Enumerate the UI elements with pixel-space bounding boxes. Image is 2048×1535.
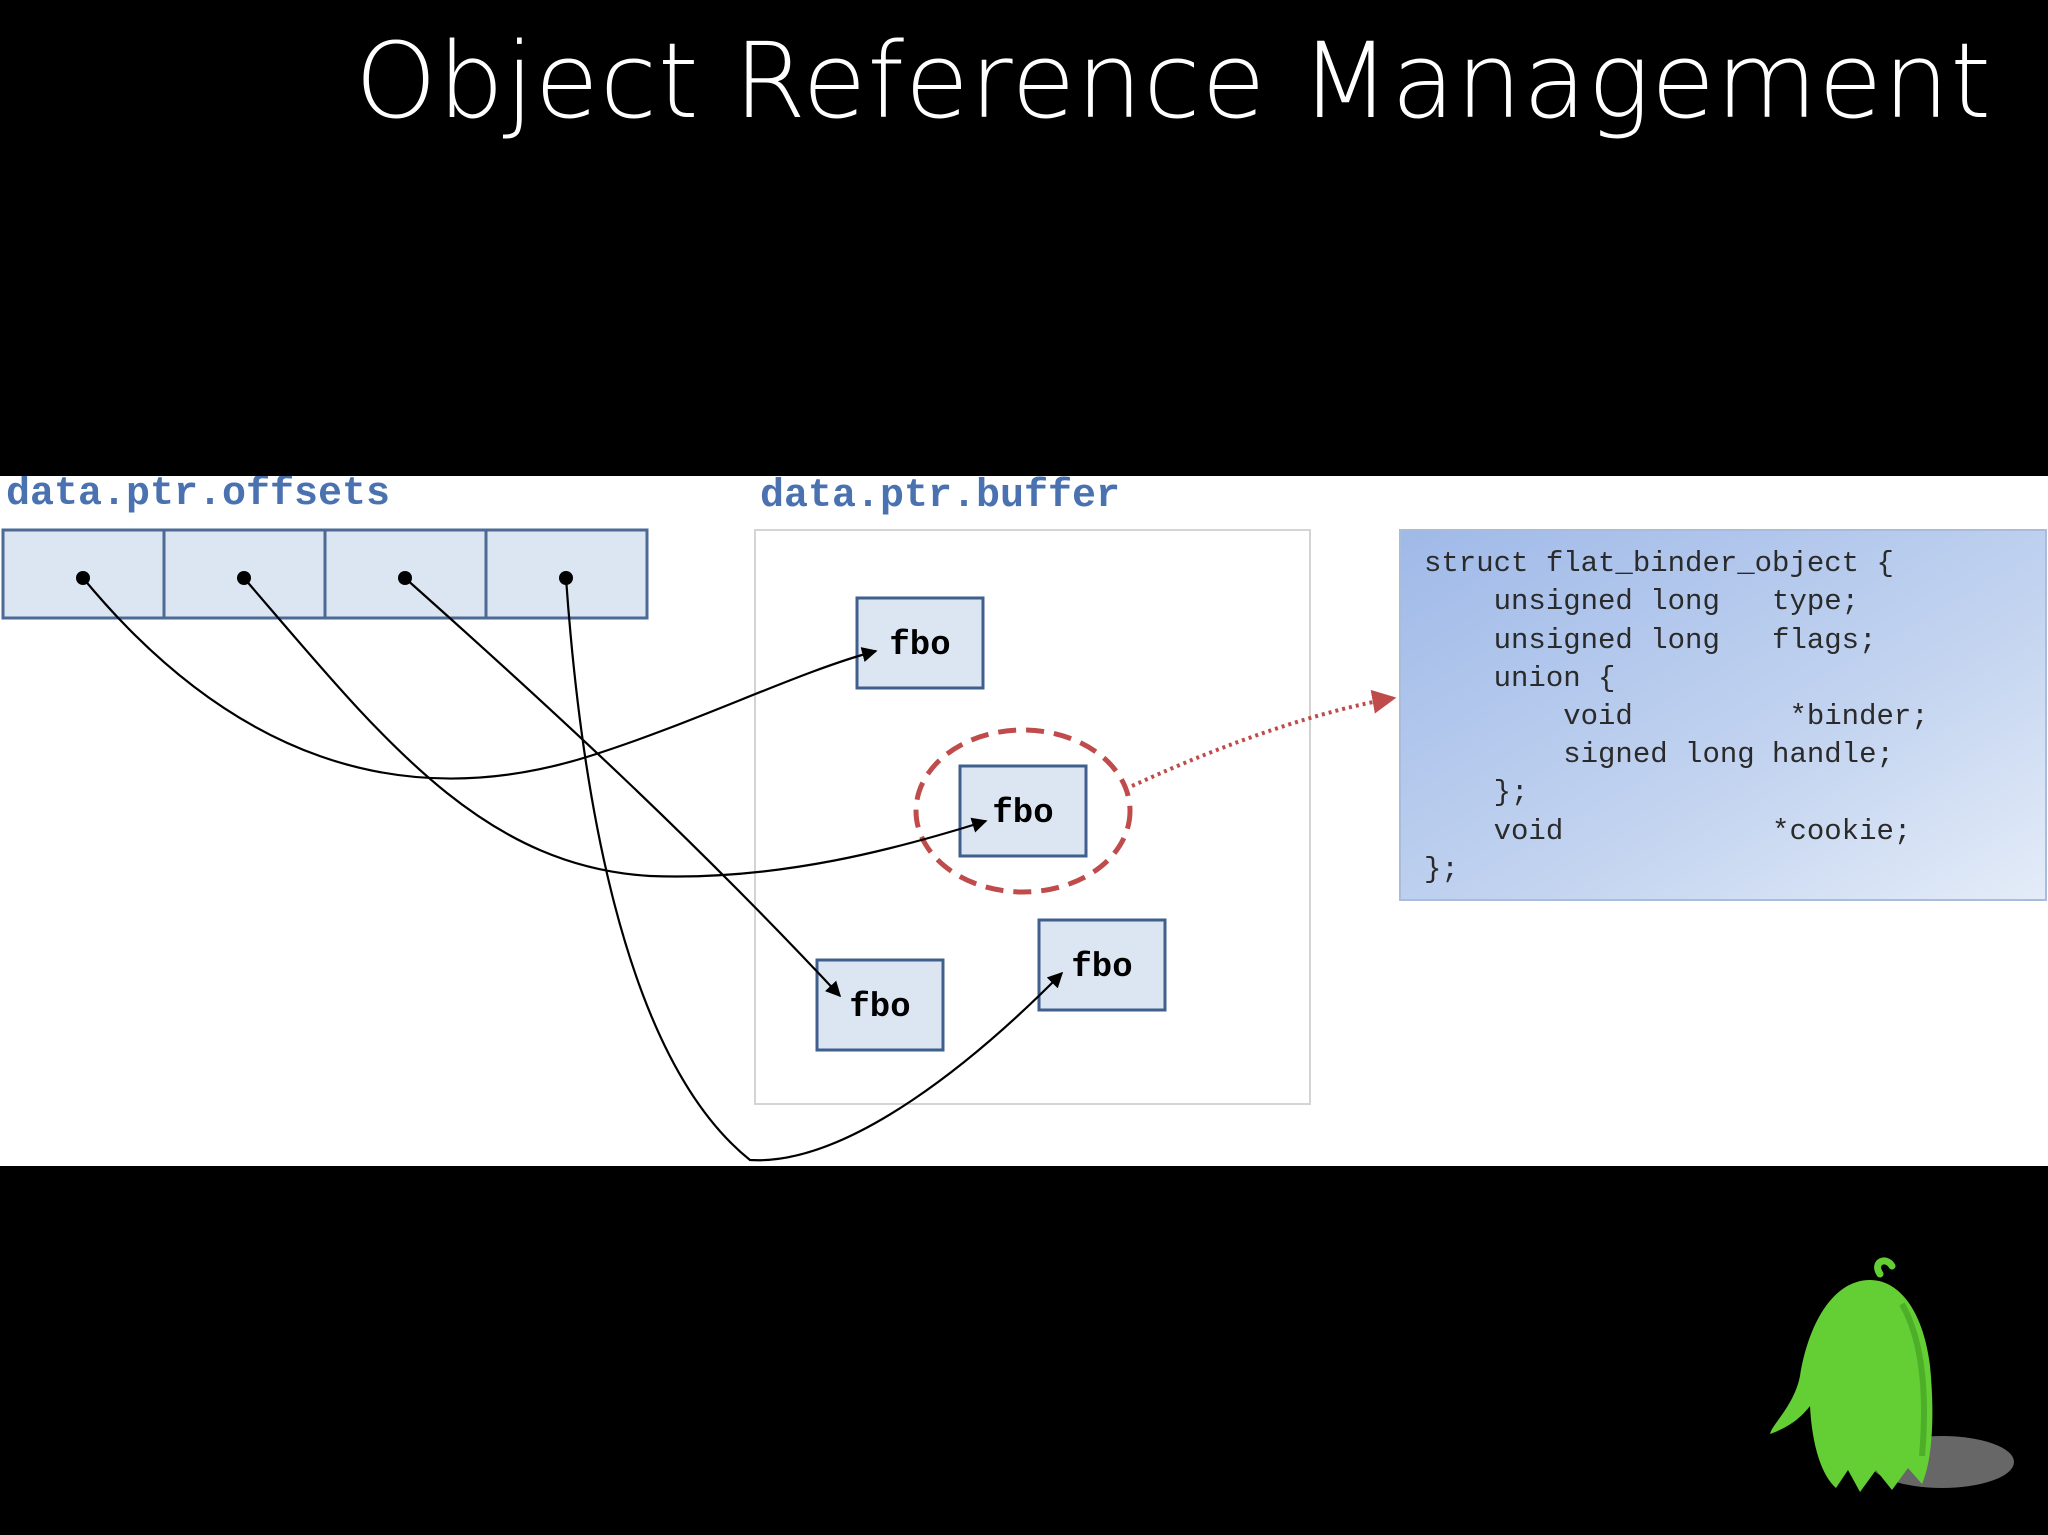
struct-line: unsigned long flags; (1424, 624, 1876, 657)
reference-arrow (243, 577, 988, 878)
struct-line: }; (1424, 853, 1459, 886)
reference-diagram: data.ptr.offsets data.ptr.buffer fbo fbo… (1, 476, 2047, 1162)
reference-arrow (564, 577, 1064, 1162)
struct-line: unsigned long type; (1424, 585, 1859, 618)
fbo-label: fbo (849, 989, 910, 1027)
fbo-label: fbo (889, 627, 950, 665)
offsets-array (1, 528, 649, 620)
fbo-label: fbo (1071, 949, 1132, 987)
green-ghost-mascot-icon (1770, 1257, 2014, 1492)
fbo-box-2: fbo (958, 764, 1088, 858)
fbo-box-1: fbo (855, 596, 985, 690)
slide-title: Object Reference Management (354, 20, 1992, 142)
offsets-label: data.ptr.offsets (6, 476, 390, 517)
fbo-box-3: fbo (815, 958, 945, 1052)
struct-line: signed long handle; (1424, 738, 1894, 771)
struct-line: }; (1424, 776, 1528, 809)
struct-definition: struct flat_binder_object { unsigned lon… (1399, 529, 2047, 901)
reference-arrow (82, 577, 878, 780)
highlight-ring (913, 727, 1133, 895)
struct-line: struct flat_binder_object { (1424, 547, 1894, 580)
fbo-label: fbo (992, 795, 1053, 833)
buffer-label: data.ptr.buffer (760, 476, 1120, 519)
struct-line: void *cookie; (1424, 815, 1911, 848)
struct-line: void *binder; (1424, 700, 1929, 733)
diagram-panel: data.ptr.offsets data.ptr.buffer fbo fbo… (0, 476, 2048, 1166)
struct-pointer-arrow (1131, 689, 1397, 788)
struct-line: union { (1424, 662, 1615, 695)
fbo-box-4: fbo (1037, 918, 1167, 1012)
reference-arrow (404, 577, 842, 998)
